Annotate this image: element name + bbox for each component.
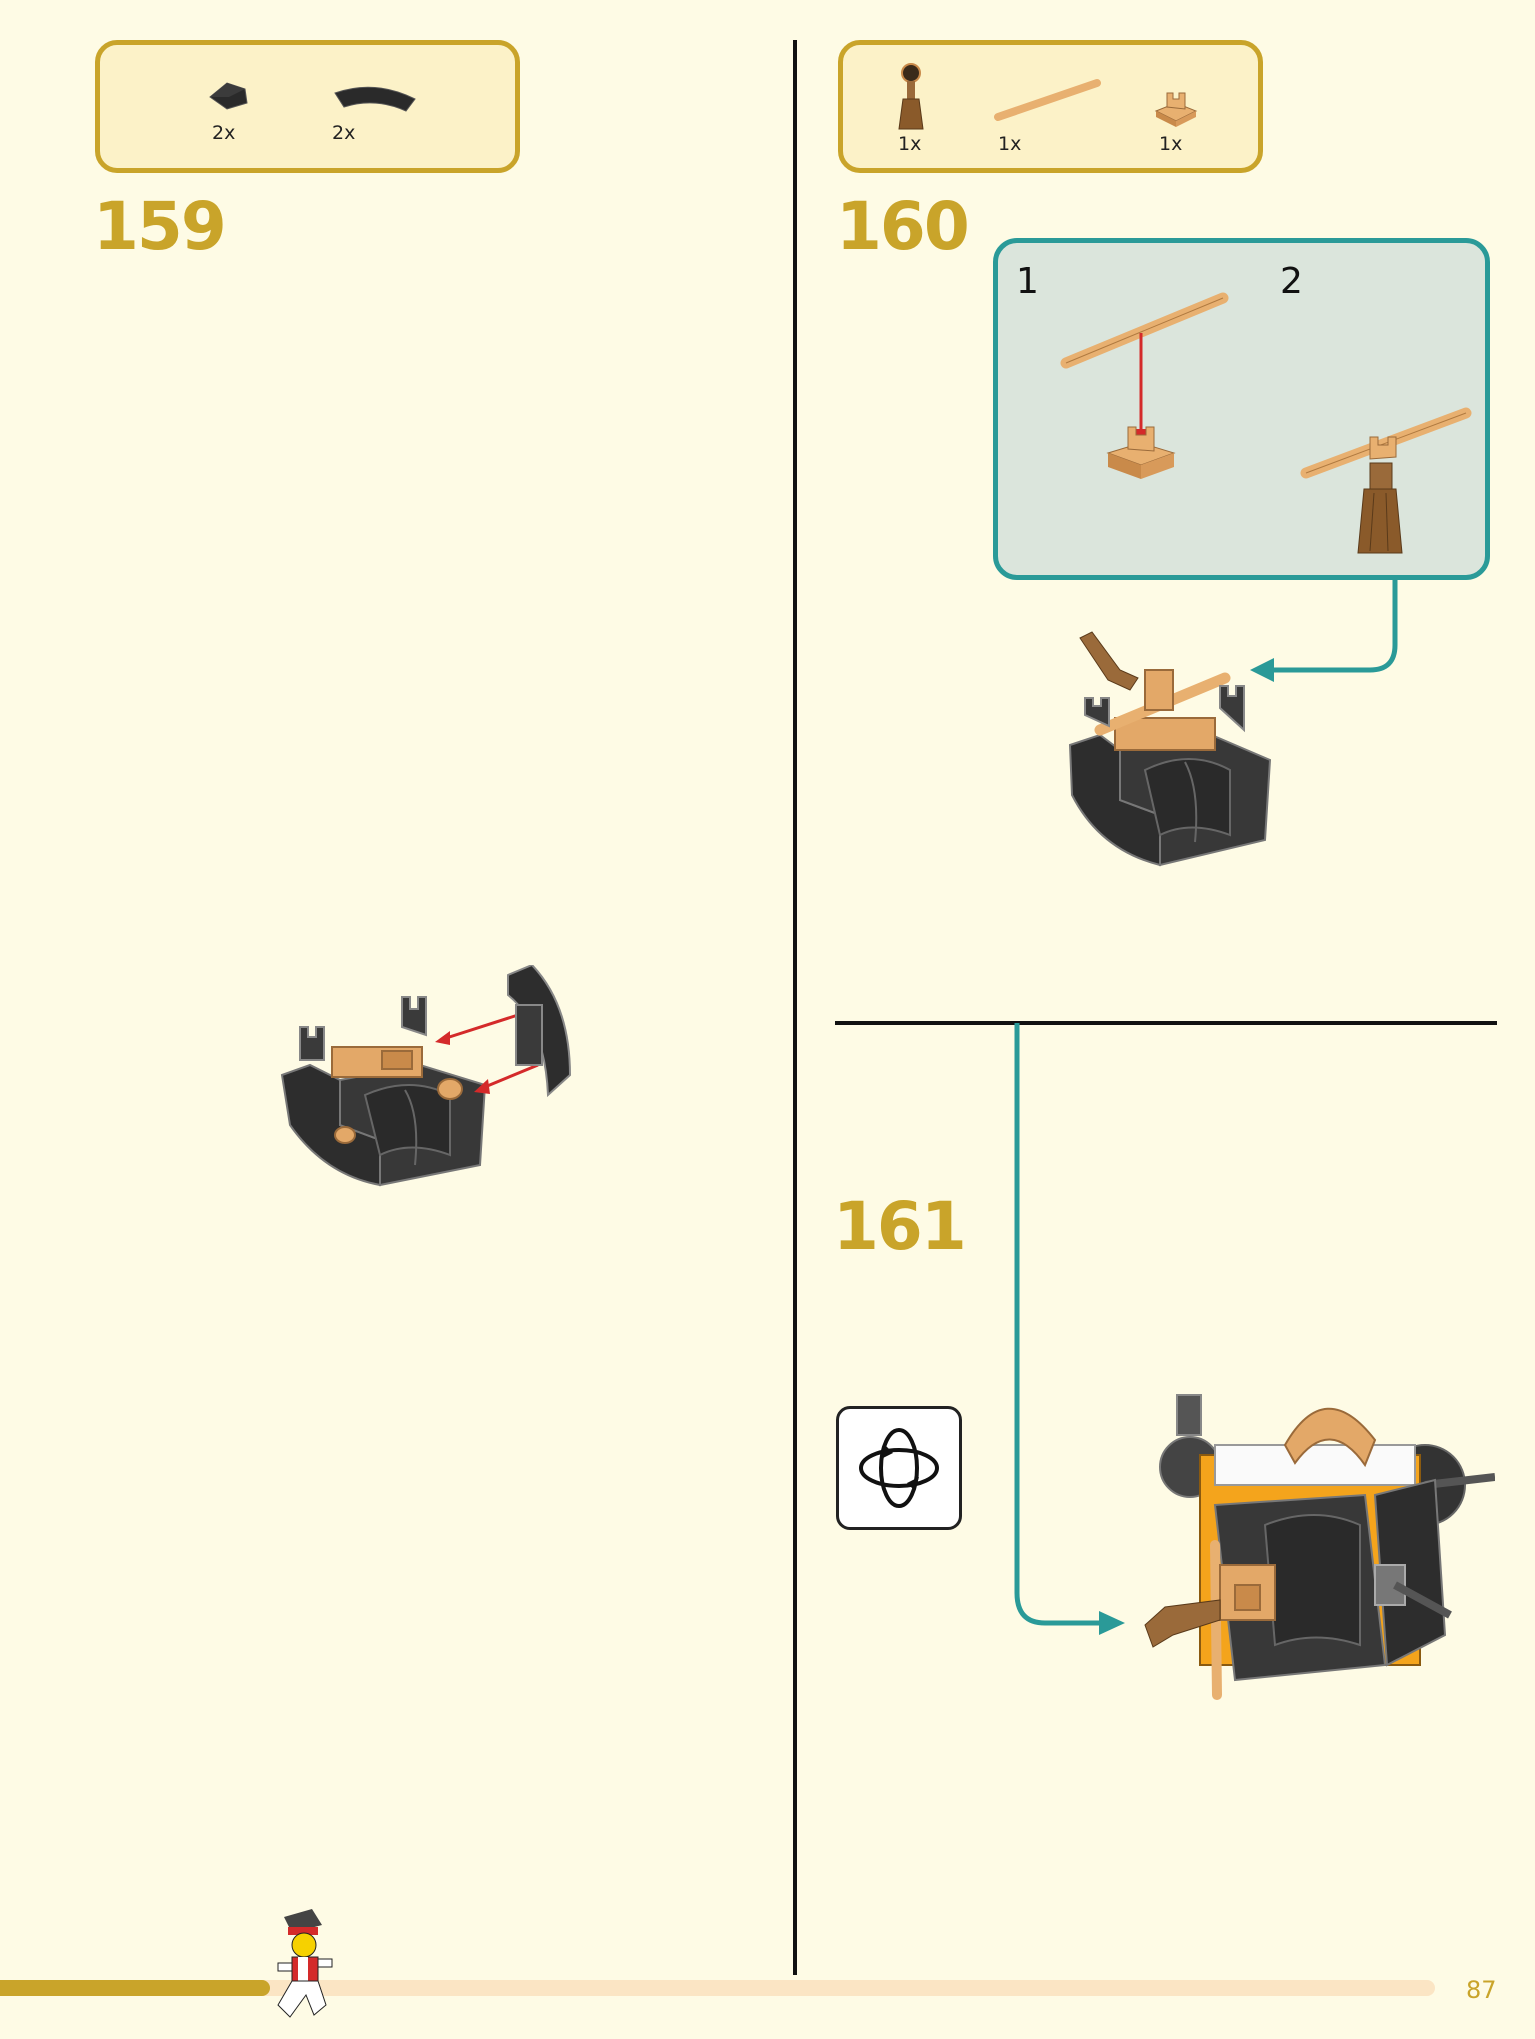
column-divider [793,40,797,1975]
substep-number: 2 [1280,261,1303,302]
tan-flag-piece-icon [898,63,924,130]
step-160-illustration [1068,631,1272,867]
step-number: 161 [833,1188,967,1265]
step-number: 160 [836,188,970,265]
substep-number: 1 [1016,261,1039,302]
step-160-subassembly-panel: 1 2 [993,238,1490,580]
step-159-illustration [280,965,572,1187]
minifigure-icon [277,1909,333,2018]
teal-step-connector [1014,1023,1125,1635]
part-qty: 2x [332,122,356,144]
substep-2-illustration [1300,407,1472,554]
progress-bar-fill [0,1980,270,1996]
black-slope-piece-icon [209,82,248,110]
part-qty: 2x [212,122,236,144]
tan-bar-icon [994,79,1101,121]
step-159-parts-box: 2x 2x [95,40,520,173]
rotate-model-icon [859,1428,939,1508]
rotate-model-box [836,1406,962,1530]
step-divider [835,1021,1497,1025]
part-qty: 1x [898,133,922,155]
part-qty: 1x [998,133,1022,155]
step-161-illustration [1144,1394,1495,1700]
step-160-parts-box: 1x 1x 1x [838,40,1263,173]
black-curved-tile-icon [334,86,416,112]
teal-connector-arrow [1250,580,1398,682]
substep-1-illustration [1060,292,1229,479]
page-number: 87 [1466,1976,1497,2004]
step-number: 159 [93,188,227,265]
part-qty: 1x [1159,133,1183,155]
progress-bar-track [0,1980,1435,1996]
tan-clip-plate-icon [1154,92,1198,127]
